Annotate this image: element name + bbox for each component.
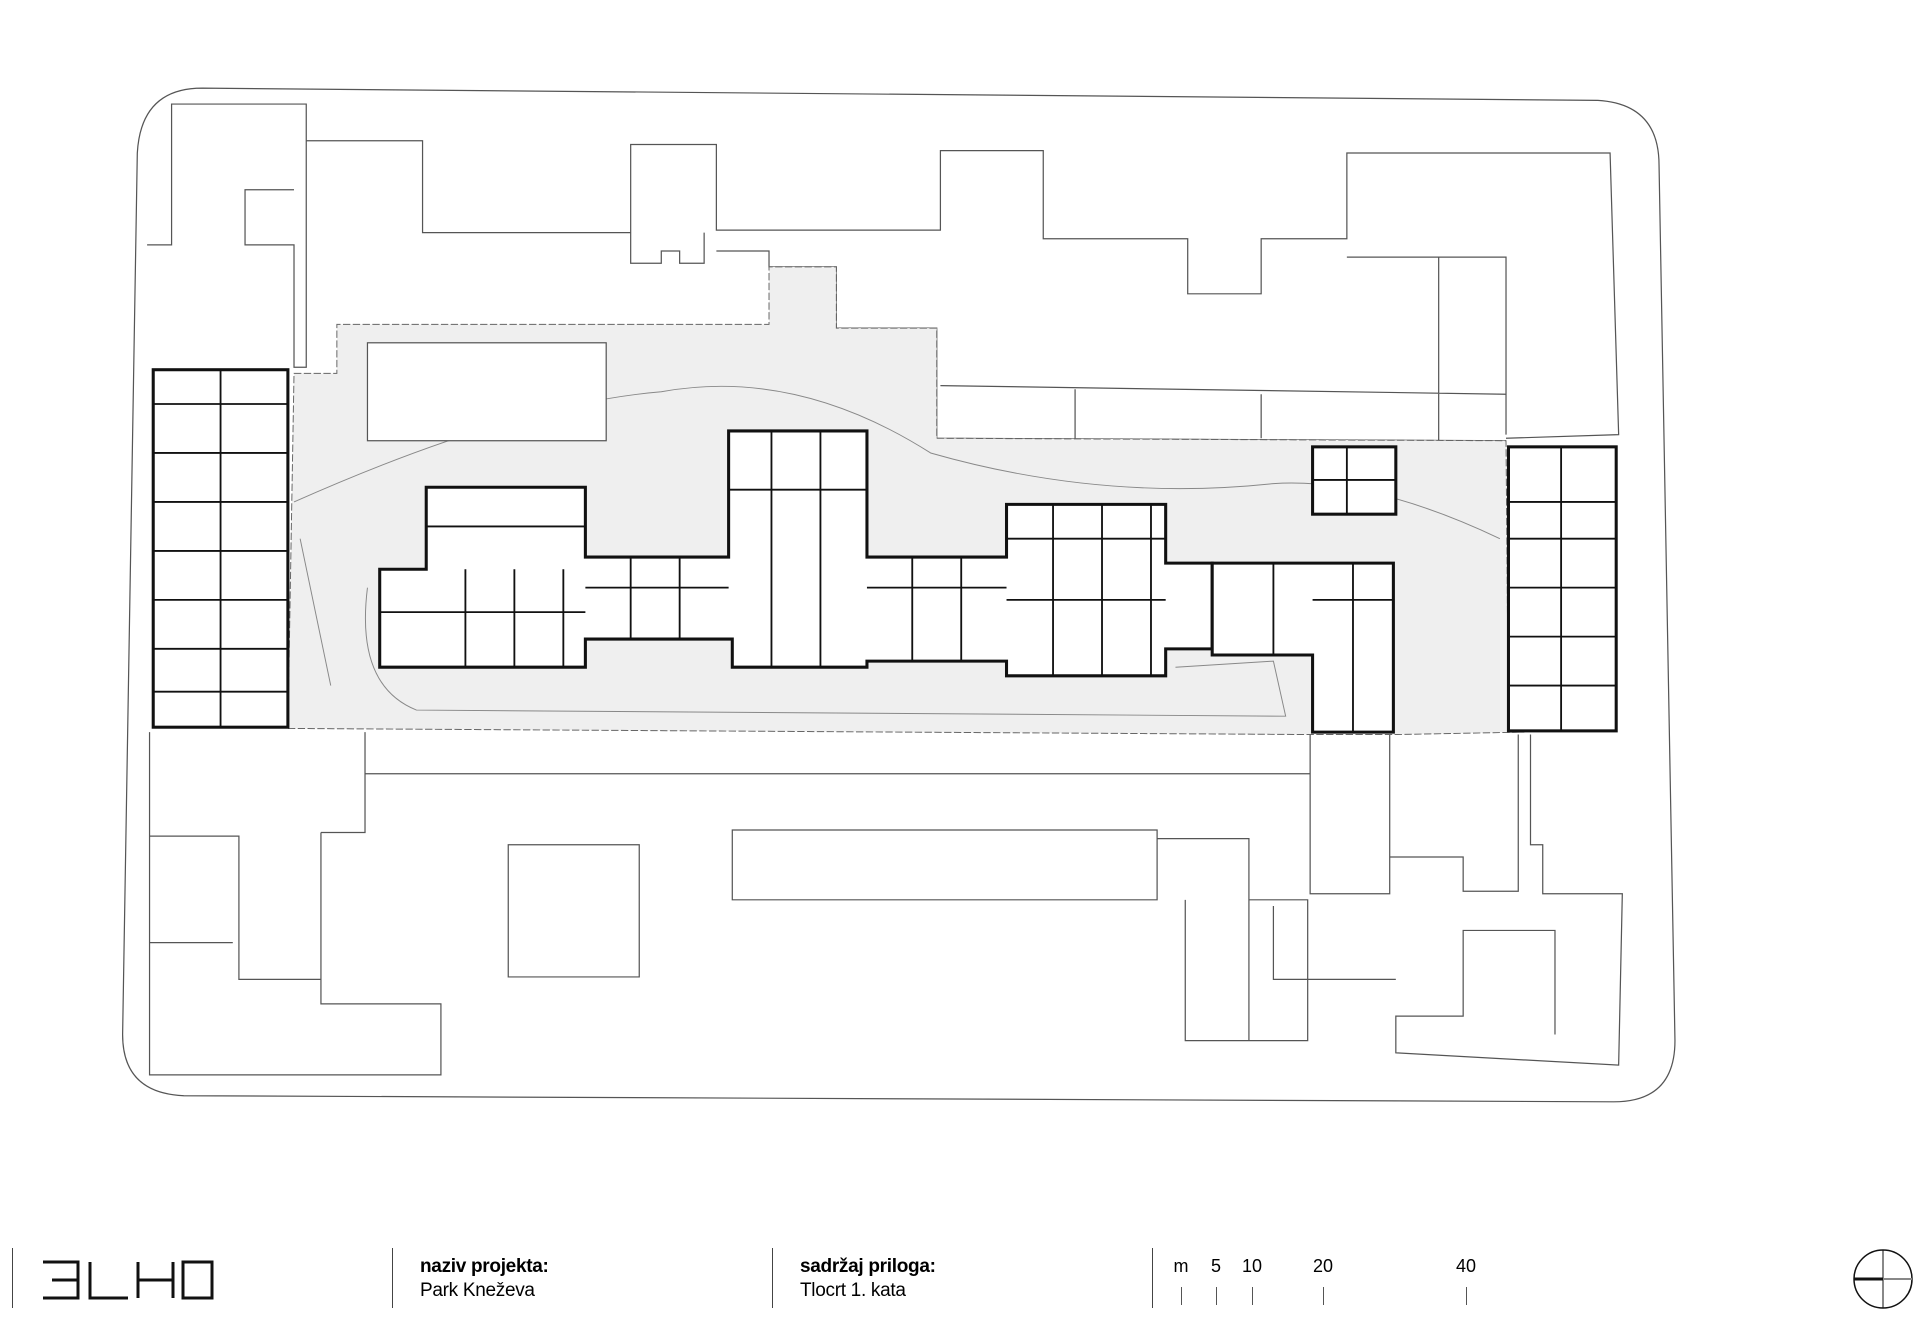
- project-name: Park Kneževa: [420, 1280, 535, 1301]
- scale-tick-label: 20: [1312, 1256, 1334, 1276]
- city-block-outline: [122, 87, 1676, 1103]
- logo: [40, 1258, 216, 1302]
- building-far-east: [1506, 445, 1618, 733]
- interior-walls: [153, 369, 1617, 733]
- scale-tick: [1466, 1287, 1467, 1305]
- scale-unit: m: [1173, 1256, 1189, 1276]
- divider: [392, 1248, 393, 1308]
- scale-tick: [1323, 1287, 1324, 1305]
- scale-tick-label: 5: [1210, 1256, 1222, 1276]
- content-value: Tlocrt 1. kata: [800, 1280, 906, 1301]
- north-arrow-icon: [1852, 1248, 1914, 1310]
- pavilion: [366, 342, 607, 442]
- building-east: [1210, 561, 1395, 734]
- neighbor-buildings-south: [148, 732, 1623, 1076]
- divider: [772, 1248, 773, 1308]
- divider: [1152, 1248, 1153, 1308]
- content-label: sadržaj priloga:: [800, 1256, 936, 1277]
- scale-tick: [1216, 1287, 1217, 1305]
- scale-tick: [1181, 1287, 1182, 1305]
- scale-tick-label: 40: [1455, 1256, 1477, 1276]
- project-label: naziv projekta:: [420, 1256, 549, 1277]
- divider: [12, 1248, 13, 1308]
- scale-tick: [1252, 1287, 1253, 1305]
- scale-tick-label: 10: [1241, 1256, 1263, 1276]
